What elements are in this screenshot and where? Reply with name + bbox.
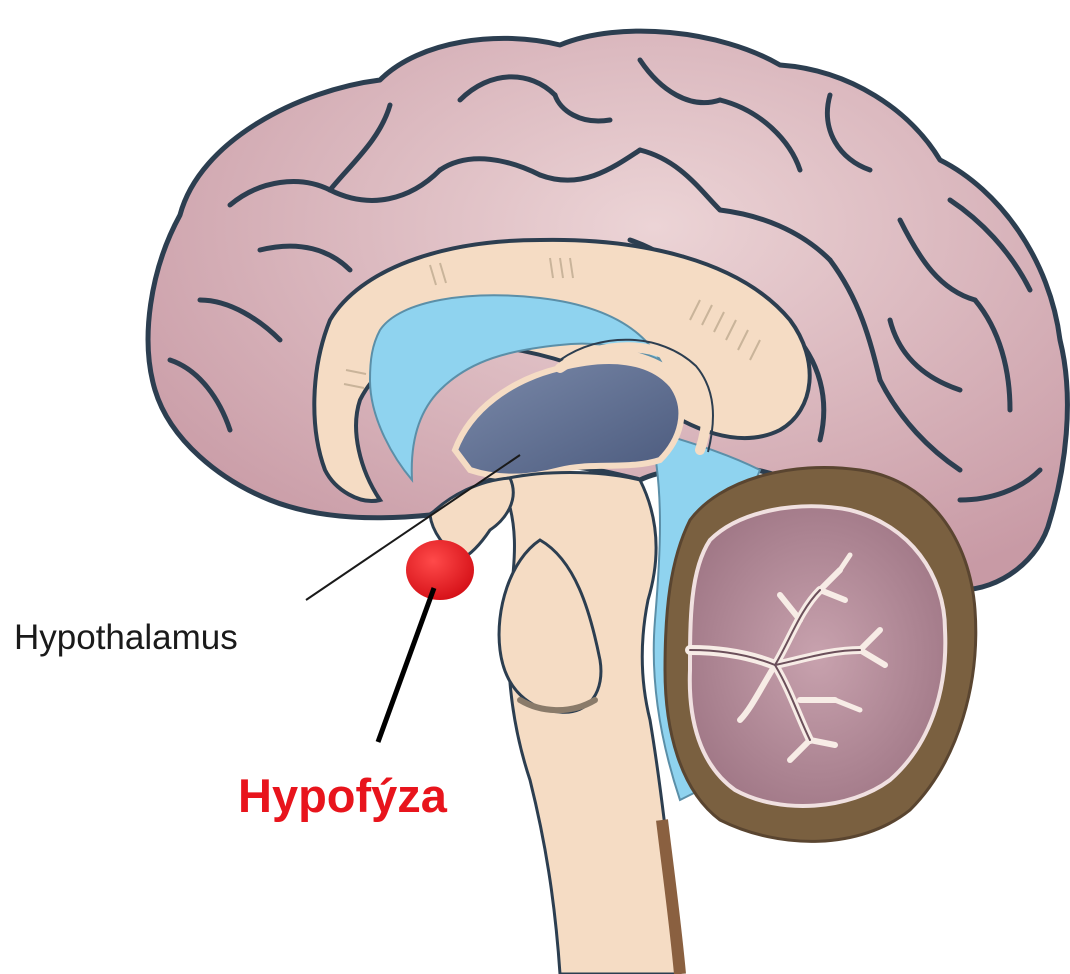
pituitary-gland bbox=[406, 540, 474, 600]
hypothalamus-label: Hypothalamus bbox=[14, 618, 238, 657]
brainstem bbox=[500, 473, 680, 974]
hypofyza-label: Hypofýza bbox=[238, 769, 448, 822]
hypofyza-leader-line bbox=[378, 588, 434, 742]
